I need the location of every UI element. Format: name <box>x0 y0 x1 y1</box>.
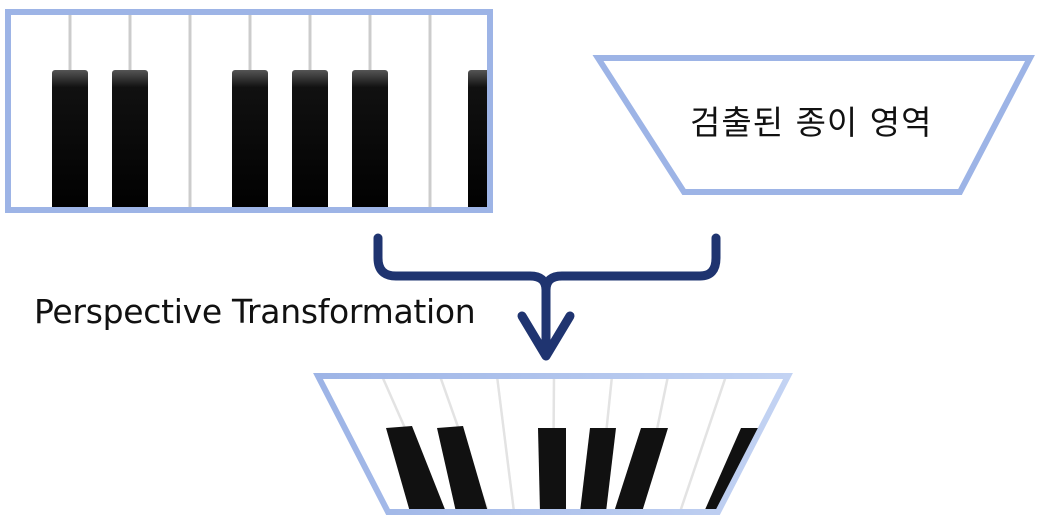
black-key <box>112 70 148 210</box>
source-frame <box>5 9 493 213</box>
arrow-head <box>517 311 575 361</box>
black-key <box>352 70 388 210</box>
black-key <box>292 70 328 210</box>
source-piano-image <box>5 9 493 213</box>
perspective-transformation-label: Perspective Transformation <box>34 292 476 331</box>
transformed-piano-image <box>313 373 793 515</box>
black-key <box>468 70 490 210</box>
black-key <box>386 426 446 512</box>
transformed-piano-keys <box>380 376 760 512</box>
black-key <box>437 426 488 512</box>
black-key <box>538 428 566 512</box>
transformed-frame <box>313 373 793 515</box>
detected-paper-region-label: 검출된 종이 영역 <box>690 103 933 142</box>
detected-paper-region-shape <box>592 55 1035 195</box>
source-piano-keys <box>52 12 490 210</box>
black-key <box>52 70 88 210</box>
black-key <box>580 428 616 512</box>
black-key <box>614 428 668 512</box>
black-key <box>704 428 760 512</box>
merge-arrow <box>373 233 721 361</box>
black-key <box>232 70 268 210</box>
